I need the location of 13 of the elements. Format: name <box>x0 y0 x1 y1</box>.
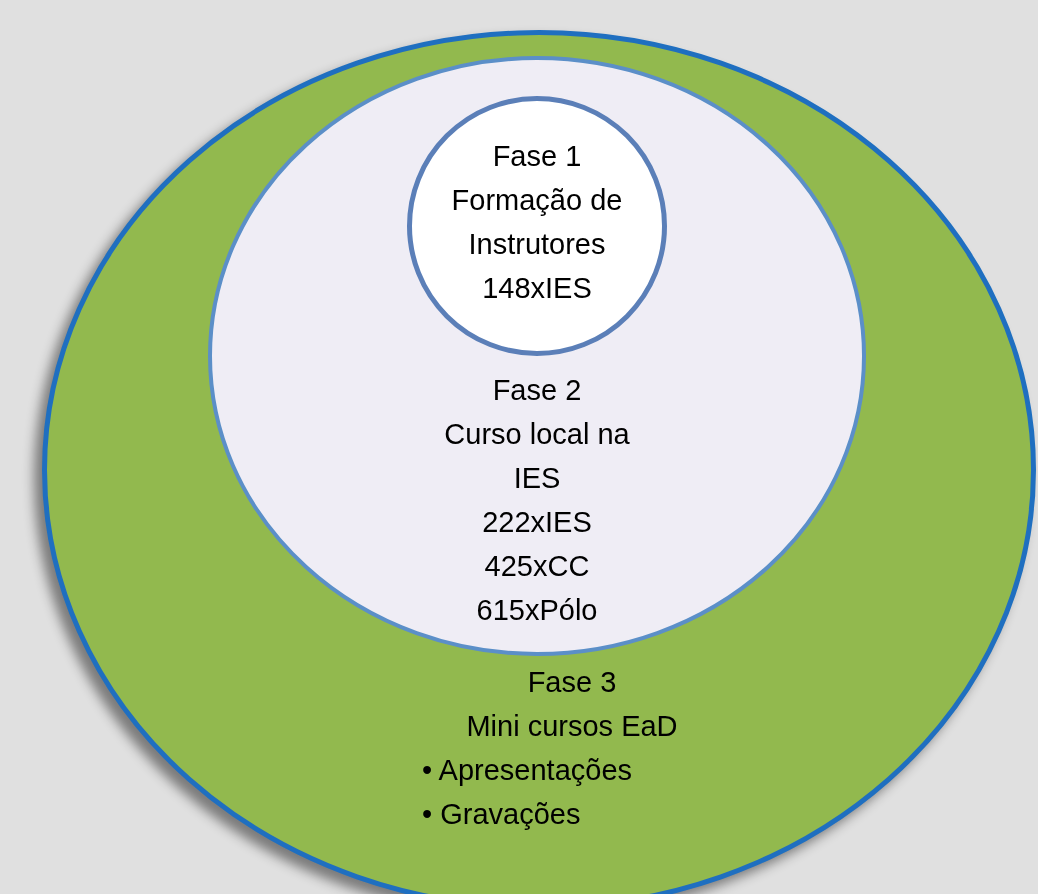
phase-heading: Fase 2 <box>491 373 583 408</box>
phase-heading: Fase 3 <box>526 665 618 700</box>
phase-text: 148xIES <box>481 271 593 306</box>
phase-text: • Apresentações <box>422 753 634 788</box>
phase-text: 425xCC <box>483 549 591 584</box>
phase-text: Formação de Instrutores <box>450 183 624 262</box>
phase-text: Mini cursos EaD <box>465 709 679 744</box>
phase-text: Curso local na IES <box>443 417 631 496</box>
phase-text: 222xIES <box>481 505 593 540</box>
ellipse <box>407 96 667 356</box>
phase-heading: Fase 1 <box>491 139 583 174</box>
phase-text: 615xPólo <box>475 593 599 628</box>
phase-text: • Gravações <box>422 797 582 832</box>
